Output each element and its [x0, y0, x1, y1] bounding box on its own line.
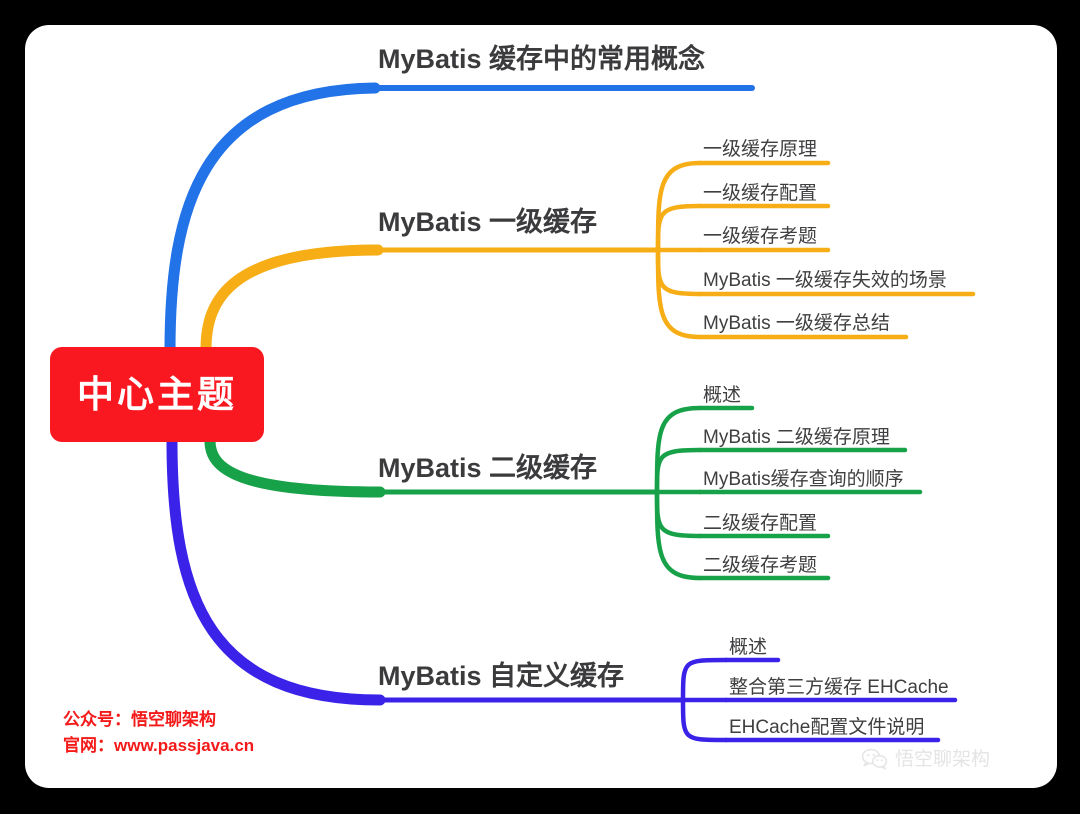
- subtopic-second-level-3[interactable]: MyBatis缓存查询的顺序: [703, 469, 904, 490]
- subtopic-second-level-4[interactable]: 二级缓存配置: [703, 513, 818, 534]
- watermark-left: 公众号：悟空聊架构 官网：www.passjava.cn: [63, 707, 254, 759]
- subtopic-second-level-1[interactable]: 概述: [703, 385, 742, 406]
- watermark-website: 官网：www.passjava.cn: [63, 736, 255, 755]
- wechat-icon: [862, 748, 888, 770]
- topic-second-level-cache[interactable]: MyBatis 二级缓存: [378, 453, 598, 483]
- topic-custom-cache[interactable]: MyBatis 自定义缓存: [378, 661, 625, 691]
- watermark-wechat-account: 公众号：悟空聊架构: [63, 710, 216, 729]
- topic-first-level-cache[interactable]: MyBatis 一级缓存: [378, 207, 598, 237]
- subtopic-first-level-1[interactable]: 一级缓存原理: [703, 139, 818, 160]
- subtopic-first-level-2[interactable]: 一级缓存配置: [703, 183, 818, 204]
- center-topic-node[interactable]: 中心主题: [50, 347, 264, 442]
- subtopic-first-level-3[interactable]: 一级缓存考题: [703, 226, 818, 247]
- subtopic-first-level-4[interactable]: MyBatis 一级缓存失效的场景: [703, 270, 947, 291]
- subtopic-second-level-5[interactable]: 二级缓存考题: [703, 555, 818, 576]
- subtopic-custom-3[interactable]: EHCache配置文件说明: [729, 717, 925, 738]
- topic-concepts[interactable]: MyBatis 缓存中的常用概念: [378, 44, 706, 74]
- subtopic-second-level-2[interactable]: MyBatis 二级缓存原理: [703, 427, 890, 448]
- subtopic-custom-1[interactable]: 概述: [729, 637, 768, 658]
- center-topic-label: 中心主题: [77, 374, 237, 415]
- subtopic-custom-2[interactable]: 整合第三方缓存 EHCache: [729, 677, 949, 698]
- watermark-right: 悟空聊架构: [862, 748, 990, 770]
- subtopic-first-level-5[interactable]: MyBatis 一级缓存总结: [703, 313, 890, 334]
- watermark-right-label: 悟空聊架构: [895, 748, 991, 770]
